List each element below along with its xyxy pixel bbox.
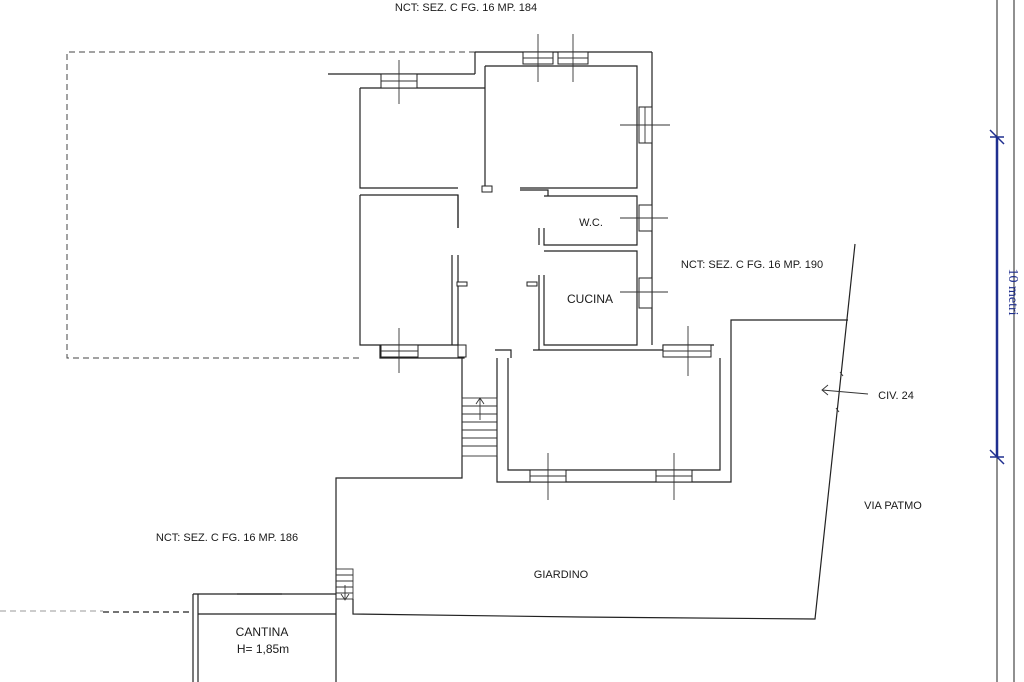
- column-marker: [481, 185, 493, 193]
- garden-boundary: [352, 243, 856, 620]
- adjacent-parcel-outline: [66, 51, 475, 359]
- parcel-label-right: NCT: SEZ. C FG. 16 MP. 190: [681, 259, 823, 271]
- civic-tick-2: [835, 407, 840, 413]
- terrace: [496, 319, 848, 500]
- door-corner: [457, 344, 467, 358]
- civic-number-label: CIV. 24: [878, 390, 914, 402]
- windows: [380, 34, 712, 376]
- door-jamb-left: [456, 281, 468, 287]
- room-label-wc: W.C.: [579, 217, 603, 229]
- garden-label: GIARDINO: [534, 569, 589, 581]
- parcel-label-left: NCT: SEZ. C FG. 16 MP. 186: [156, 532, 298, 544]
- building-walls: [359, 52, 714, 359]
- stairs-cellar: [335, 568, 354, 601]
- room-label-cucina: CUCINA: [567, 292, 613, 306]
- cellar-label: CANTINA: [236, 625, 289, 639]
- door-jamb-right: [526, 281, 538, 287]
- cellar: [103, 593, 337, 682]
- civic-arrowhead: [821, 384, 829, 396]
- street-label: VIA PATMO: [864, 500, 922, 512]
- parcel-label-top: NCT: SEZ. C FG. 16 MP. 184: [395, 2, 537, 14]
- civic-arrow: [821, 389, 869, 395]
- civic-tick-1: [839, 371, 844, 377]
- scale-bar: [989, 0, 1015, 682]
- cellar-height-label: H= 1,85m: [237, 642, 289, 656]
- scale-label: 10 metri: [1005, 268, 1020, 315]
- stairs-main: [335, 358, 498, 614]
